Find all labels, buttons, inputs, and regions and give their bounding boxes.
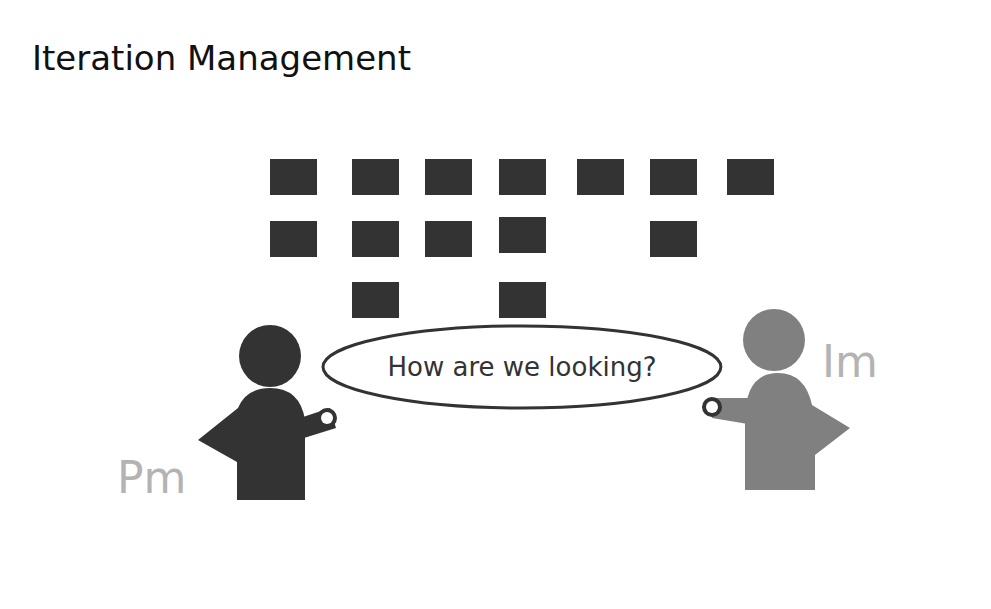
- task-cards: [270, 159, 774, 318]
- figure-arm: [300, 408, 336, 438]
- wristwatch: [317, 408, 337, 428]
- figure-body: [745, 373, 850, 490]
- task-card: [577, 159, 624, 195]
- bubble-ellipse: [323, 326, 721, 408]
- task-card: [270, 159, 317, 195]
- wristwatch: [702, 397, 722, 417]
- task-card: [499, 159, 546, 195]
- task-card: [727, 159, 774, 195]
- task-card: [352, 282, 399, 318]
- diagram-title: Iteration Management: [32, 38, 411, 78]
- figure-head: [743, 309, 805, 371]
- task-card: [650, 221, 697, 257]
- task-card: [425, 159, 472, 195]
- role-label: Im: [822, 336, 878, 387]
- task-card: [425, 221, 472, 257]
- task-card: [499, 217, 546, 253]
- bubble-text: How are we looking?: [388, 352, 657, 382]
- pm-figure: [198, 325, 337, 500]
- task-card: [352, 159, 399, 195]
- watch-face: [321, 412, 333, 424]
- task-card: [352, 221, 399, 257]
- task-card: [650, 159, 697, 195]
- speech-bubble: How are we looking?: [321, 324, 723, 410]
- role-label: Pm: [117, 452, 186, 503]
- figure-head: [239, 325, 301, 387]
- task-card: [270, 221, 317, 257]
- watch-face: [706, 401, 718, 413]
- figure-body: [198, 388, 305, 500]
- task-card: [499, 282, 546, 318]
